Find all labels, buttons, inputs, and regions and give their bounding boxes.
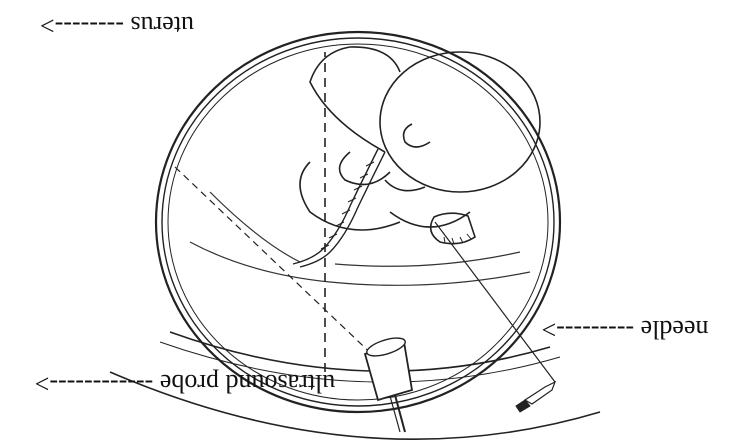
fetus-leg <box>300 162 400 230</box>
label-uterus: uterus --------> <box>40 11 194 40</box>
fetus-back <box>310 47 400 152</box>
ultrasound-beam <box>175 52 380 372</box>
needle-hub <box>525 382 555 404</box>
fetus-head <box>380 52 540 192</box>
label-probe: ultrasound probe ------------> <box>35 369 336 398</box>
ultrasound-probe <box>365 334 412 432</box>
placenta <box>190 192 530 285</box>
fetus-ear <box>404 124 430 147</box>
label-needle: needle ---------> <box>542 315 709 344</box>
uterus-wall <box>156 32 560 412</box>
fetus <box>300 47 540 244</box>
needle-shaft <box>435 222 555 382</box>
